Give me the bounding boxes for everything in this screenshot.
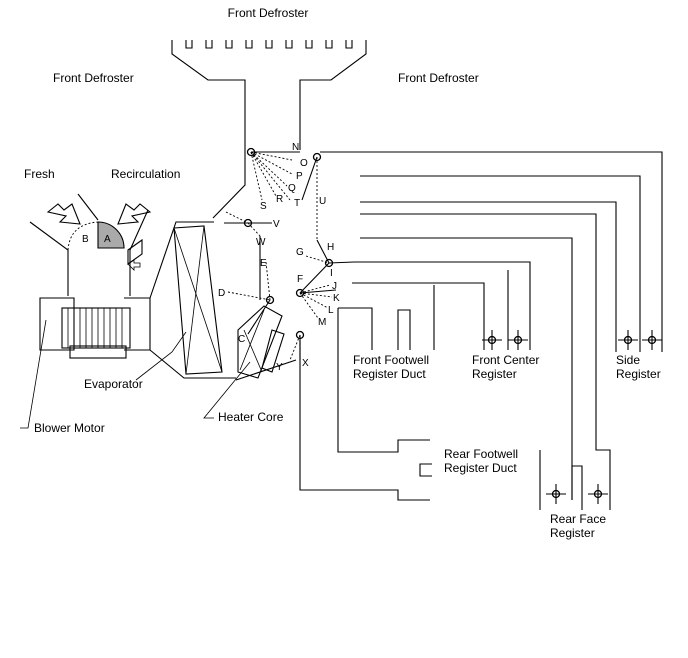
hvac-case [149,221,297,381]
label-fresh: Fresh [24,167,55,181]
letter-L: L [328,305,334,316]
label-front-defroster-right: Front Defroster [398,71,479,85]
leader-lines [20,319,251,429]
letter-C: C [238,334,245,345]
letter-O: O [300,158,308,169]
letter-X: X [302,358,309,369]
label-front-footwell-1: Front Footwell [353,353,429,367]
letter-J: J [332,281,337,292]
labels: Front Defroster Front Defroster Front De… [24,6,661,540]
label-front-center-1: Front Center [472,353,539,367]
rear-face-outlet-2 [588,484,608,504]
front-center-ducts [352,261,531,350]
front-footwell-duct [338,285,435,350]
fresh-air-arrow [46,203,81,225]
letter-K: K [333,293,340,304]
letter-N: N [292,142,299,153]
letter-D: D [218,288,225,299]
label-recirculation: Recirculation [111,167,180,181]
letter-V: V [273,219,280,230]
front-center-outlet-1 [482,330,502,350]
letter-S: S [260,201,267,212]
letter-Y: Y [276,362,283,373]
heater-core [237,305,285,379]
rear-face-register-duct [539,450,583,510]
label-front-center-2: Register [472,367,517,381]
side-register-ducts [320,151,663,510]
label-rear-face-2: Register [550,526,595,540]
label-heater-core: Heater Core [218,410,284,424]
letter-T: T [294,198,300,209]
damper-letters: A B C D E F G H I J K L M N O P Q R S T … [82,142,340,373]
label-blower-motor: Blower Motor [34,421,105,435]
front-center-outlet-2 [508,330,528,350]
label-rear-footwell-2: Register Duct [444,461,517,475]
label-side-1: Side [616,353,640,367]
letter-G: G [296,247,304,258]
side-outlet-2 [642,330,662,350]
letter-Q: Q [288,183,296,194]
letter-E: E [260,258,267,269]
small-arrow-icon [127,259,141,271]
rear-face-outlet-1 [546,484,566,504]
letter-U: U [319,196,326,207]
letter-M: M [318,317,326,328]
label-evaporator: Evaporator [84,377,143,391]
evaporator [173,225,223,375]
side-outlet-1 [618,330,638,350]
letter-I: I [330,268,333,279]
damper-mechanisms [224,147,355,361]
letter-P: P [296,171,303,182]
recirculation-door-A [97,221,125,249]
label-side-2: Register [616,367,661,381]
intake-housing [29,193,149,296]
label-rear-footwell-1: Rear Footwell [444,447,518,461]
letter-F: F [297,274,303,285]
letter-H: H [327,242,334,253]
front-defroster-outlet [171,40,367,219]
letter-W: W [256,237,266,248]
register-outlet-symbols [482,330,662,504]
letter-B: B [82,234,89,245]
recirculation-air-arrow [117,203,152,225]
rear-footwell-duct [299,308,432,501]
label-rear-face-1: Rear Face [550,512,606,526]
blower-motor [39,297,151,359]
label-front-footwell-2: Register Duct [353,367,426,381]
label-front-defroster-left: Front Defroster [53,71,134,85]
letter-A: A [104,234,111,245]
letter-R: R [276,194,283,205]
label-front-defroster-top: Front Defroster [228,6,309,20]
